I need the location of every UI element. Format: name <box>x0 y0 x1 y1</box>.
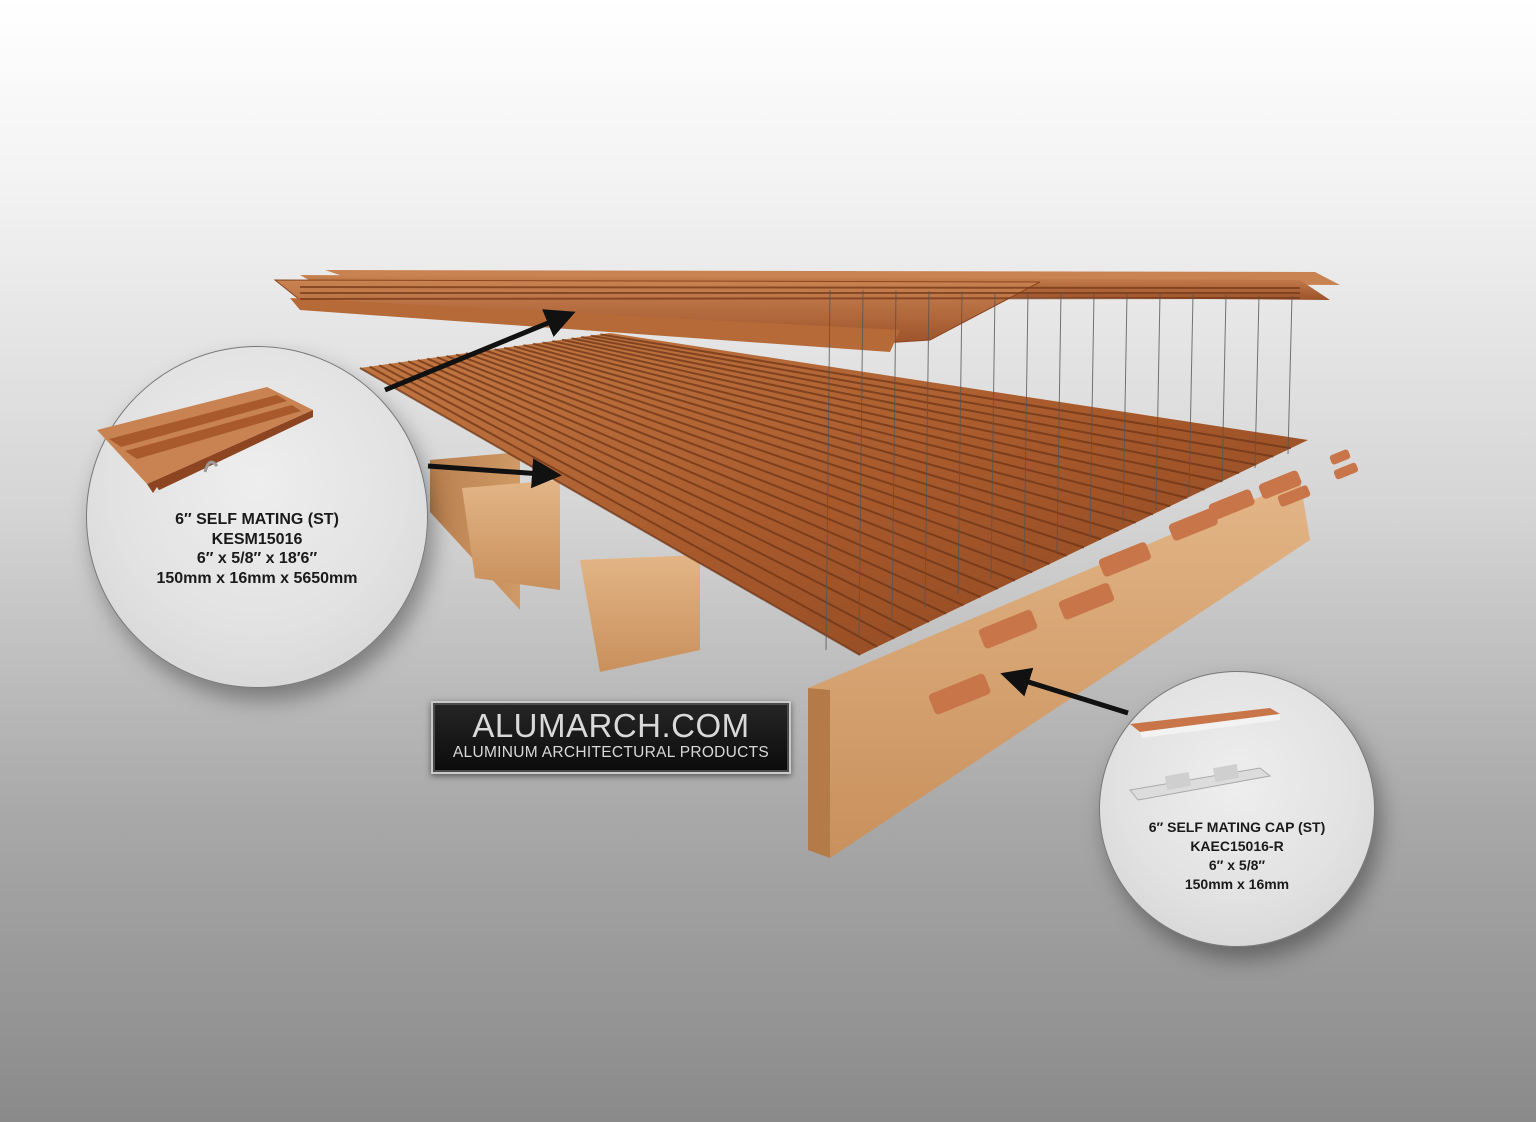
deck-groove <box>359 367 861 656</box>
hanger-wire <box>1188 294 1194 497</box>
logo-site-name: ALUMARCH.COM <box>472 707 750 744</box>
deck-groove <box>426 357 982 599</box>
cap-spec-text: 6″ SELF MATING CAP (ST) KAEC15016-R 6″ x… <box>1100 818 1374 894</box>
end-caps <box>928 470 1302 715</box>
deck-groove <box>571 337 1240 475</box>
hanger-wire <box>924 291 930 609</box>
deck-groove <box>580 336 1257 466</box>
end-cap <box>1168 508 1218 541</box>
top-panel-groove <box>299 297 1301 300</box>
hanger-wire <box>1287 295 1293 455</box>
deck-groove <box>523 344 1154 516</box>
hanger-wire <box>1254 295 1260 469</box>
deck-groove <box>503 346 1119 532</box>
deck-groove <box>455 353 1033 574</box>
loose-end-caps <box>1277 449 1359 507</box>
cap-part-number: KAEC15016-R <box>1190 838 1284 854</box>
hanger-wire <box>1089 293 1095 539</box>
deck-groove <box>398 361 930 623</box>
end-cap <box>978 609 1038 649</box>
deck-groove <box>369 365 878 648</box>
logo-tagline: ALUMINUM ARCHITECTURAL PRODUCTS <box>452 744 770 761</box>
deck-groove <box>407 360 947 615</box>
cap-metric-size: 150mm x 16mm <box>1184 876 1290 892</box>
top-panel-groove <box>299 286 1301 289</box>
hanger-wire <box>858 290 864 637</box>
arrow-to-top-panel <box>384 309 576 393</box>
deck-groove <box>465 352 1050 565</box>
top-panels-exploded <box>273 270 1340 352</box>
end-cap <box>1058 583 1115 620</box>
deck-groove <box>436 356 999 590</box>
callout-arrows <box>384 309 1129 716</box>
cap-imperial-size: 6″ x 5/8″ <box>1208 857 1266 873</box>
deck-groove <box>446 354 1016 582</box>
hanger-wire <box>990 291 996 581</box>
deck-groove <box>561 338 1223 483</box>
end-cap <box>1208 489 1255 520</box>
deck-groove <box>600 333 1291 450</box>
deck-groove <box>552 340 1205 491</box>
hanger-wire <box>825 289 831 651</box>
deck-groove <box>417 359 964 607</box>
end-cap <box>1258 470 1302 499</box>
deck-groove <box>532 342 1171 508</box>
deck-groove <box>378 364 895 640</box>
hanger-wire <box>1023 292 1029 567</box>
alumarch-logo: ALUMARCH.COM ALUMINUM ARCHITECTURAL PROD… <box>431 701 791 774</box>
deck-groove <box>475 350 1068 557</box>
installed-panel-deck <box>359 333 1308 656</box>
joist-back-3 <box>580 555 700 672</box>
deck-groove <box>388 363 913 632</box>
arrow-to-end-cap <box>1000 667 1129 716</box>
hanger-wire <box>891 290 897 623</box>
panel-profile-image <box>97 387 313 493</box>
hanger-wire <box>1122 293 1128 525</box>
end-cap <box>928 673 991 715</box>
main-beam <box>808 480 1310 858</box>
hanger-wires <box>825 289 1293 651</box>
cap-profile-image <box>1129 708 1280 801</box>
end-cap <box>1098 542 1151 577</box>
deck-groove <box>494 348 1102 541</box>
deck-groove <box>484 349 1085 549</box>
deck-groove <box>590 334 1274 458</box>
cap-callout: 6″ SELF MATING CAP (ST) KAEC15016-R 6″ x… <box>1099 671 1375 947</box>
hanger-wire <box>1155 293 1161 511</box>
panel-title: 6″ SELF MATING (ST) <box>175 511 339 528</box>
joist-back-2 <box>462 480 560 590</box>
deck-groove <box>542 341 1188 499</box>
panel-imperial-size: 6″ x 5/8″ x 18′6″ <box>196 550 318 567</box>
panel-part-number: KESM15016 <box>211 530 303 548</box>
deck-groove <box>513 345 1136 524</box>
panel-metric-size: 150mm x 16mm x 5650mm <box>156 569 358 587</box>
hanger-wire <box>1056 292 1062 553</box>
hanger-wire <box>1221 294 1227 483</box>
arrow-to-deck-panel <box>427 458 562 489</box>
cap-title: 6″ SELF MATING CAP (ST) <box>1148 819 1326 835</box>
hanger-wire <box>957 291 963 595</box>
panel-callout: 6″ SELF MATING (ST) KESM15016 6″ x 5/8″ … <box>86 346 428 688</box>
panel-spec-text: 6″ SELF MATING (ST) KESM15016 6″ x 5/8″ … <box>87 510 427 588</box>
